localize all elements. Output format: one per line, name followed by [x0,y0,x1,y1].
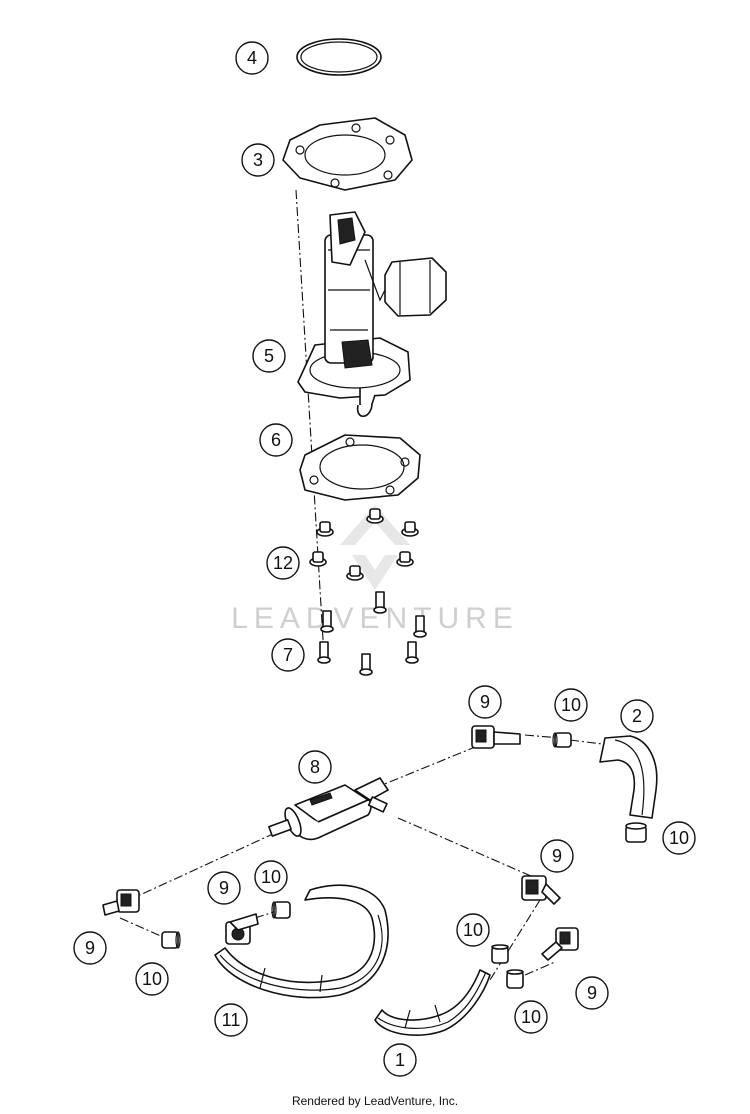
svg-text:9: 9 [480,692,490,712]
loop-hose [214,884,389,999]
hose-clamps [161,732,647,989]
callout-10-c: 10 [254,860,288,894]
svg-text:10: 10 [561,695,581,715]
o-ring [296,38,382,76]
callout-2: 2 [620,699,654,733]
svg-text:10: 10 [463,920,483,940]
quick-connectors [102,725,579,961]
svg-text:7: 7 [283,645,293,665]
callout-1: 1 [383,1043,417,1077]
callout-10-f: 10 [514,1000,548,1034]
callout-8: 8 [298,750,332,784]
svg-text:10: 10 [142,969,162,989]
svg-text:10: 10 [521,1007,541,1027]
svg-text:8: 8 [310,757,320,777]
lower-gasket [299,434,421,501]
svg-text:9: 9 [587,983,597,1003]
callout-7: 7 [271,638,305,672]
callout-11: 11 [214,1003,248,1037]
svg-text:9: 9 [85,938,95,958]
svg-text:2: 2 [632,706,642,726]
callout-10-d: 10 [456,913,490,947]
svg-text:6: 6 [271,430,281,450]
svg-text:12: 12 [273,553,293,573]
callout-10-a: 10 [554,688,588,722]
svg-text:9: 9 [219,878,229,898]
svg-text:11: 11 [222,1010,241,1030]
callout-3: 3 [241,143,275,177]
callout-5: 5 [252,339,286,373]
svg-text:4: 4 [247,48,257,68]
top-gasket [282,117,413,191]
fuel-pump-module [297,211,447,418]
callout-9-c: 9 [207,871,241,905]
fuel-filter [268,777,389,841]
svg-text:5: 5 [264,346,274,366]
nuts [309,508,419,581]
callout-6: 6 [259,423,293,457]
callout-9-e: 9 [575,976,609,1010]
callout-9-d: 9 [73,931,107,965]
callout-9-b: 9 [540,839,574,873]
bolts [317,591,427,676]
svg-text:3: 3 [253,150,263,170]
svg-text:10: 10 [261,867,281,887]
svg-text:9: 9 [552,846,562,866]
callout-4: 4 [235,41,269,75]
callout-12: 12 [266,546,300,580]
svg-text:1: 1 [395,1050,405,1070]
elbow-hose [599,735,658,819]
lower-hose [374,969,491,1036]
svg-text:10: 10 [669,828,689,848]
callout-10-e: 10 [135,962,169,996]
footer-credit: Rendered by LeadVenture, Inc. [291,1094,459,1108]
callout-10-b: 10 [662,821,696,855]
watermark-text: LEADVENTURE [231,602,519,635]
callout-9-a: 9 [468,685,502,719]
watermark-logo [340,505,410,590]
